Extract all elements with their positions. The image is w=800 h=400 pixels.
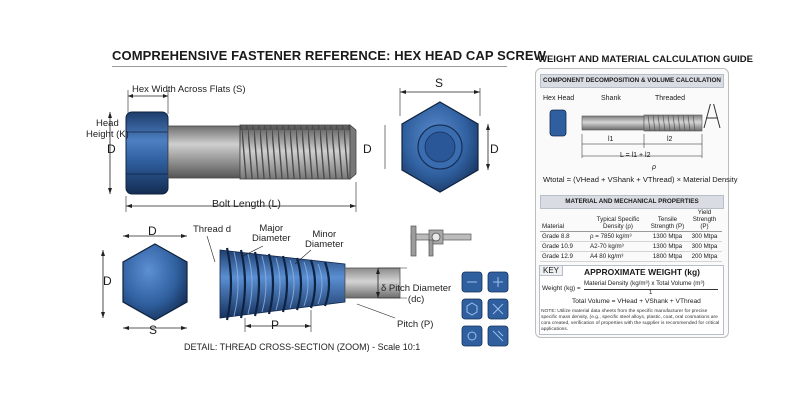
pitch-diameter-line2: (dc) xyxy=(407,294,425,305)
table-cell: 300 Mtpa xyxy=(686,231,722,242)
material-note: NOTE: Utilize material data sheets from … xyxy=(541,309,720,332)
title-rule xyxy=(112,66,507,67)
bolt-length-label: Bolt Length (L) xyxy=(212,198,281,210)
length-formula: L = l1 + l2 xyxy=(620,152,651,159)
page-title: COMPREHENSIVE FASTENER REFERENCE: HEX HE… xyxy=(112,48,547,63)
table-cell: Grade 12.9 xyxy=(540,251,588,262)
major-diameter-line2: Diameter xyxy=(252,233,291,244)
weight-numerator: Material Density (kg/m³) x Total Volume … xyxy=(584,280,705,287)
caliper-icon xyxy=(410,225,472,257)
bolt-side-view xyxy=(108,90,357,212)
key-box xyxy=(539,265,724,335)
table-cell: 200 Mtpa xyxy=(686,251,722,262)
pitch-diameter-label: δ Pitch Diameter (dc) xyxy=(381,283,451,305)
table-cell: 1300 Mtpa xyxy=(648,241,687,252)
pitch-p-label: P xyxy=(271,318,280,332)
section-d-left-label: D xyxy=(103,274,112,288)
thread-section-view xyxy=(101,234,407,332)
material-table-header-row: Material Typical Specific Density (ρ) Te… xyxy=(540,208,722,232)
head-height-line1: Head xyxy=(96,118,119,129)
total-volume-formula: Total Volume = VHead + VShank + VThread xyxy=(572,298,701,305)
key-label: KEY xyxy=(540,266,564,276)
table-cell: Grade 10.9 xyxy=(540,241,588,252)
hex-width-label: Hex Width Across Flats (S) xyxy=(132,84,246,95)
minor-diameter-label: Minor Diameter xyxy=(305,230,344,250)
minor-diameter-line2: Diameter xyxy=(305,239,344,250)
guide-title: WEIGHT AND MATERIAL CALCULATION GUIDE xyxy=(538,54,753,65)
major-diameter-label: Major Diameter xyxy=(252,224,291,244)
shank-label: Shank xyxy=(601,95,621,102)
weight-denominator: 1 xyxy=(649,290,653,296)
l2-label: l2 xyxy=(667,136,673,143)
end-view-s-label: S xyxy=(435,76,444,90)
major-diameter-line1: Major xyxy=(259,223,284,234)
weight-lhs: Weight (kg) = xyxy=(542,285,581,292)
end-view-d-label: D xyxy=(363,142,372,156)
thread-d-label: Thread d xyxy=(193,224,232,235)
col-material: Material xyxy=(540,208,588,232)
fraction-bar xyxy=(584,289,718,290)
bolt-end-view xyxy=(384,88,490,193)
table-row: Grade 12.9 A4 80 kg/m³ 1800 Mtpa 200 Mtp… xyxy=(540,251,722,262)
table-cell: ρ = 7850 kg/m³ xyxy=(588,231,648,242)
head-height-label: Head Height (K) xyxy=(86,118,129,140)
col-density: Typical Specific Density (ρ) xyxy=(588,208,648,232)
material-section-header: MATERIAL AND MECHANICAL PROPERTIES xyxy=(540,195,724,209)
table-cell: Grade 8.8 xyxy=(540,231,588,242)
approx-weight-label: APPROXIMATE WEIGHT (kg) xyxy=(584,267,701,277)
material-table: Material Typical Specific Density (ρ) Te… xyxy=(540,208,722,262)
table-row: Grade 8.8 ρ = 7850 kg/m³ 1300 Mtpa 300 M… xyxy=(540,231,722,242)
end-view-d-label-right: D xyxy=(490,142,499,156)
hex-head-label: Hex Head xyxy=(543,95,575,102)
head-icons-grid xyxy=(461,271,513,347)
table-cell: 1800 Mtpa xyxy=(648,251,687,262)
rho-symbol: ρ xyxy=(652,164,657,171)
weight-total-formula: Wtotal = (VHead + VShank + VThread) × Ma… xyxy=(543,175,738,184)
component-diagram xyxy=(549,104,721,158)
head-height-line2: Height (K) xyxy=(86,129,129,140)
table-row: Grade 10.9 A2-70 kg/m³ 1300 Mtpa 300 Mtp… xyxy=(540,241,722,252)
table-cell: A2-70 kg/m³ xyxy=(588,241,648,252)
diameter-label-main: D xyxy=(107,142,116,156)
col-tensile: Tensile Strength (P) xyxy=(648,208,687,232)
pitch-label: Pitch (P) xyxy=(397,319,434,330)
col-yield: Yield Strength (P) xyxy=(686,208,722,232)
section-d-top-label: D xyxy=(148,224,157,238)
section-caption: DETAIL: THREAD CROSS-SECTION (ZOOM) - Sc… xyxy=(184,342,421,352)
table-cell: 300 Mtpa xyxy=(686,241,722,252)
l1-label: l1 xyxy=(608,136,614,143)
pitch-diameter-line1: δ Pitch Diameter xyxy=(381,283,452,294)
component-section-header: COMPONENT DECOMPOSITION & VOLUME CALCULA… xyxy=(540,74,724,88)
minor-diameter-line1: Minor xyxy=(312,229,337,240)
table-cell: 1300 Mtpa xyxy=(648,231,687,242)
section-s-label: S xyxy=(149,323,158,337)
table-cell: A4 80 kg/m³ xyxy=(588,251,648,262)
threaded-label: Threaded xyxy=(655,95,685,102)
